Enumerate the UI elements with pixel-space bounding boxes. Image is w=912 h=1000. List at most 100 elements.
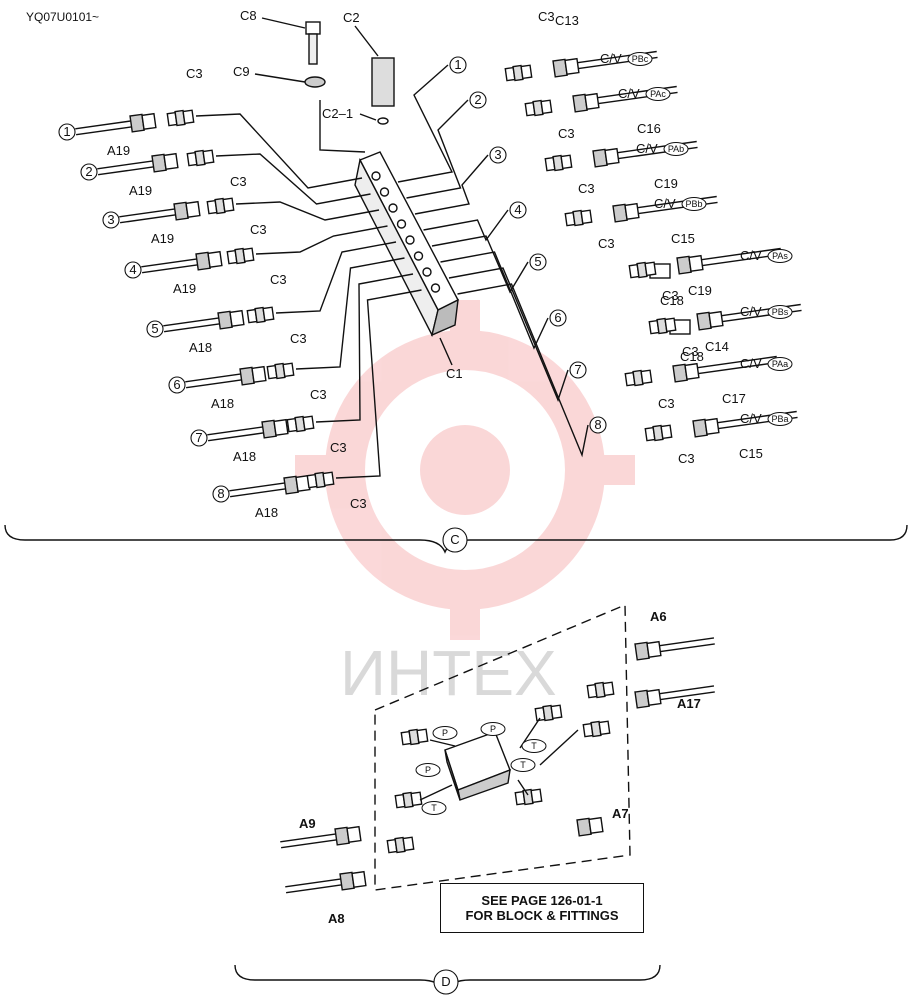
- right-hose-5: [676, 247, 782, 275]
- port-p-2-text: P: [490, 724, 496, 734]
- label-a9: A9: [299, 816, 316, 831]
- note-line-1: SEE PAGE 126-01-1: [481, 893, 603, 908]
- left-hose-2: [97, 152, 179, 176]
- leader-d-1: [429, 739, 456, 747]
- right-line-1-number: [449, 56, 467, 74]
- left-line-2-number: [80, 163, 98, 181]
- left-hose-1: [75, 112, 157, 136]
- right-line-2-hose: C16: [637, 121, 661, 136]
- right-line-7-port: [767, 357, 793, 371]
- left-line-8-number-text: 8: [217, 486, 224, 501]
- right-line-4-port: [681, 197, 707, 211]
- port-t-3-text: T: [520, 760, 526, 770]
- right-fitting-6: [648, 317, 677, 335]
- right-line-3-hose: C19: [654, 176, 678, 191]
- washer-c9: [304, 76, 326, 88]
- right-fitting-7: [624, 369, 653, 387]
- right-line-1-number-text: 1: [454, 57, 461, 72]
- manifold-port: [405, 235, 415, 245]
- hose-a17: [634, 685, 715, 709]
- hose-a9: [280, 825, 362, 849]
- left-line-6-fitting: C3: [310, 387, 327, 402]
- port-t-3: [510, 758, 536, 772]
- label-c9: C9: [233, 64, 250, 79]
- assembly-d-fitting-1: [400, 728, 429, 746]
- right-line-7-port-text: PAa: [772, 359, 788, 369]
- right-line-7-number: [569, 361, 587, 379]
- right-fitting-3: [544, 154, 573, 172]
- right-line-4-number-text: 4: [514, 202, 521, 217]
- left-line-8-hose: A18: [255, 505, 278, 520]
- right-line-7-number-text: 7: [574, 362, 581, 377]
- right-line-1-cv: C/V: [600, 51, 622, 66]
- right-hose-6: [696, 303, 802, 331]
- left-hose-3: [119, 200, 201, 224]
- left-line-1-number: [58, 123, 76, 141]
- right-line-3-port: [663, 142, 689, 156]
- right-line-5-hose: C19: [688, 283, 712, 298]
- left-line-7-fitting: C3: [330, 440, 347, 455]
- right-fitting-2: [524, 99, 553, 117]
- left-line-4-number-text: 4: [129, 262, 136, 277]
- right-hose-2: [572, 85, 678, 113]
- right-connection-1: [397, 64, 454, 183]
- valve-c2: [371, 57, 395, 107]
- right-line-1-port: [627, 52, 653, 66]
- leader-d-3: [539, 729, 579, 766]
- right-line-6-adapter: C18: [680, 349, 704, 364]
- right-line-2-cv: C/V: [618, 86, 640, 101]
- manifold-port: [379, 187, 390, 197]
- right-connection-7: [448, 267, 569, 402]
- right-line-4-number: [509, 201, 527, 219]
- watermark-text: ИНТЕХ: [340, 637, 557, 709]
- right-line-8-number: [589, 416, 607, 434]
- hose-a6: [634, 637, 715, 661]
- right-line-4-fitting: C3: [598, 236, 615, 251]
- port-t-1-text: T: [531, 741, 537, 751]
- right-connection-6: [440, 251, 549, 350]
- see-page-note: SEE PAGE 126-01-1 FOR BLOCK & FITTINGS: [440, 883, 644, 933]
- left-line-7-number: [190, 429, 208, 447]
- leader-c2: [354, 25, 379, 57]
- left-connection-5: [275, 241, 397, 314]
- manifold-port: [388, 203, 398, 213]
- left-connection-8: [335, 289, 422, 479]
- right-line-4-hose: C15: [671, 231, 695, 246]
- right-line-5-fitting: C3: [662, 288, 679, 303]
- port-t-2: [421, 801, 447, 815]
- label-a17: A17: [677, 696, 701, 711]
- right-line-1-fitting: C3: [538, 9, 555, 24]
- manifold-port: [430, 283, 441, 293]
- left-hose-5: [163, 309, 245, 333]
- left-fitting-3: [206, 197, 235, 215]
- document-code: YQ07U0101~: [26, 10, 100, 24]
- view-label-d: [433, 969, 459, 995]
- leader-bolt: [319, 100, 366, 153]
- left-line-2-fitting: C3: [230, 174, 247, 189]
- label-c1: C1: [446, 366, 463, 381]
- manifold-port: [413, 251, 424, 261]
- right-fitting-1: [504, 64, 533, 82]
- brace-c: [4, 524, 908, 554]
- right-line-8-cv: C/V: [740, 411, 762, 426]
- left-line-7-number-text: 7: [195, 430, 202, 445]
- port-p-3-text: P: [425, 765, 431, 775]
- right-connection-8: [457, 283, 589, 458]
- oring-c2-1: [377, 117, 389, 125]
- hose-a7: [576, 816, 604, 837]
- left-connection-6: [295, 257, 405, 370]
- note-line-2: FOR BLOCK & FITTINGS: [465, 908, 619, 923]
- left-connection-7: [315, 273, 414, 423]
- bolt-c8-shank: [308, 33, 318, 65]
- left-line-4-number: [124, 261, 142, 279]
- right-line-6-port: [767, 305, 793, 319]
- leader-c2-1: [359, 113, 377, 121]
- left-hose-7: [207, 418, 289, 442]
- right-line-3-port-text: PAb: [668, 144, 684, 154]
- assembly-d-fitting-2: [534, 704, 563, 722]
- label-c2-1: C2–1: [322, 106, 353, 121]
- assembly-d-outline: [374, 603, 631, 891]
- left-line-7-hose: A18: [233, 449, 256, 464]
- manifold-port: [371, 171, 381, 181]
- right-connection-3: [414, 154, 489, 215]
